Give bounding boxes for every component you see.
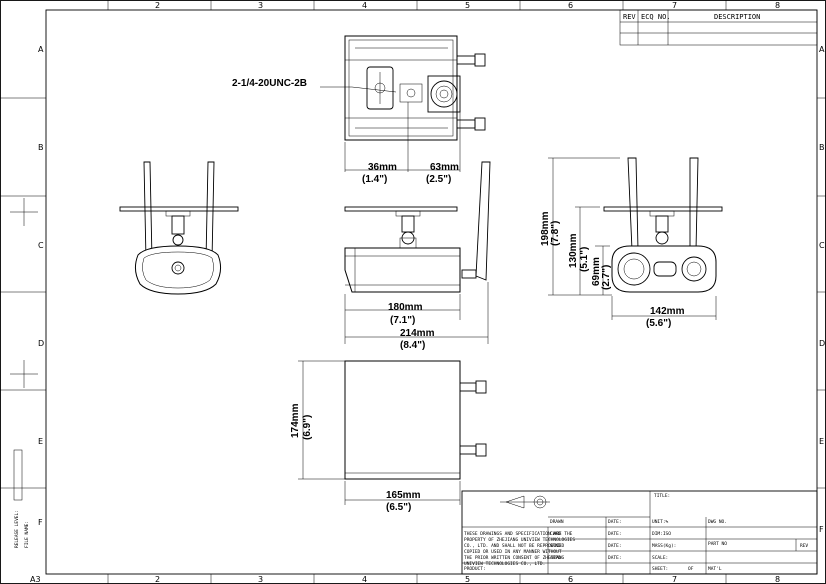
- row-label: B: [819, 143, 825, 152]
- dim-130-in: (5.1"): [579, 247, 590, 272]
- date-label: DATE:: [608, 543, 622, 549]
- front-view-left: [119, 161, 239, 295]
- row-label: F: [819, 525, 824, 534]
- notice-line-4: COPIED OR USED IN ANY MANNER WITHOUT: [464, 549, 562, 555]
- col-label: 6: [568, 575, 573, 584]
- margin-labels: RELEASE LEVEL: FILE NAME:: [13, 449, 30, 548]
- col-label: 7: [672, 1, 677, 10]
- row-label: F: [38, 518, 43, 527]
- title-label: TITLE:: [654, 493, 670, 499]
- dim-165-in: (6.5"): [386, 502, 411, 513]
- row-label: C: [819, 241, 825, 250]
- dim-36-in: (1.4"): [362, 174, 387, 185]
- top-view-dims: 36mm (1.4") 63mm (2.5"): [344, 102, 461, 185]
- of-label: OF: [688, 566, 694, 572]
- dim-180-in: (7.1"): [390, 315, 415, 326]
- dwg-no-label: DWG NO.: [708, 519, 727, 525]
- dim-214-in: (8.4"): [400, 340, 425, 351]
- revision-table: REV ECQ NO. DESCRIPTION: [619, 9, 818, 46]
- row-label: A: [819, 45, 825, 54]
- notice-line-6: UNIVIEW TECHNOLOGIES CO., LTD.: [464, 561, 545, 567]
- dim-174-in: (6.9"): [302, 415, 313, 440]
- sheet-label: SHEET:: [652, 566, 668, 572]
- dim-142: 142mm: [650, 306, 685, 317]
- thread-callout: 2-1/4-20UNC-2B: [232, 78, 307, 89]
- appd-label: APPD: [550, 555, 561, 561]
- release-level-label: RELEASE LEVEL:: [14, 510, 20, 548]
- solar-panel-view: 174mm (6.9") 165mm (6.5"): [290, 360, 487, 513]
- notice-line-2: PROPERTY OF ZHEJIANG UNIVIEW TECHNOLOGIE…: [464, 537, 575, 543]
- col-label: 7: [672, 575, 677, 584]
- projection-symbol-icon: [500, 495, 550, 509]
- rev-label: REV: [800, 543, 808, 549]
- dim-130: 130mm: [568, 233, 579, 268]
- notice-line-1: THESE DRAWINGS AND SPECIFICATION ARE THE: [464, 531, 573, 537]
- date-label: DATE:: [608, 555, 622, 561]
- notice-line-3: CO., LTD. AND SHALL NOT BE REPRODUCED: [464, 543, 565, 549]
- date-label: DATE:: [608, 519, 622, 525]
- col-label: 6: [568, 1, 573, 10]
- dim-69: 69mm: [591, 257, 602, 286]
- row-label: D: [38, 339, 44, 348]
- row-label: C: [38, 241, 44, 250]
- matl-label: MAT'L: [708, 566, 722, 572]
- dim-214: 214mm: [400, 328, 435, 339]
- mass-label: MASS(Kg):: [652, 543, 676, 549]
- row-label: A: [38, 45, 44, 54]
- ecq-header: ECQ NO.: [641, 13, 671, 21]
- col-label: 3: [258, 575, 263, 584]
- dim-198: 198mm: [540, 211, 551, 246]
- col-label: 5: [465, 1, 470, 10]
- dim-174: 174mm: [290, 403, 301, 438]
- top-view: 2-1/4-20UNC-2B: [232, 35, 486, 141]
- part-no-label: PART NO: [708, 541, 727, 547]
- col-label: 8: [775, 575, 780, 584]
- rev-header: REV: [623, 13, 636, 21]
- row-label: E: [819, 437, 824, 446]
- dim-69-in: (2.7"): [601, 265, 612, 290]
- row-label: D: [819, 339, 825, 348]
- col-label: 8: [775, 1, 780, 10]
- units-label: UNIT:%: [652, 519, 669, 525]
- chkd-label: CHKD: [550, 531, 561, 537]
- description-header: DESCRIPTION: [714, 13, 760, 21]
- scale-label: SCALE:: [652, 555, 668, 561]
- dim-63: 63mm: [430, 162, 459, 173]
- col-label: 4: [362, 575, 367, 584]
- row-label: E: [38, 437, 43, 446]
- title-block: TITLE: THESE DRAWINGS AND SPECIFICATION …: [461, 490, 818, 575]
- dim-36: 36mm: [368, 162, 397, 173]
- stnd-label: STND: [550, 543, 561, 549]
- col-label: 4: [362, 1, 367, 10]
- dim-142-in: (5.6"): [646, 318, 671, 329]
- dim-198-in: (7.8"): [550, 221, 561, 246]
- row-label: B: [38, 143, 44, 152]
- file-name-label: FILE NAME:: [24, 521, 30, 548]
- dim-165: 165mm: [386, 490, 421, 501]
- date-label: DATE:: [608, 531, 622, 537]
- dim-63-in: (2.5"): [426, 174, 451, 185]
- side-view-dims: 180mm (7.1") 214mm (8.4"): [344, 282, 489, 351]
- drawn-label: DRAWN: [550, 519, 564, 525]
- col-label: 2: [155, 1, 160, 10]
- col-label: 2: [155, 575, 160, 584]
- notice-line-5: THE PRIOR WRITTEN CONSENT OF ZHEJIANG: [464, 555, 565, 561]
- sheet-size-label: A3: [30, 575, 41, 584]
- dim-std-label: DIM:ISO: [652, 531, 671, 537]
- front-view-dims: 198mm (7.8") 130mm (5.1") 69mm (2.7") 14…: [540, 157, 717, 329]
- product-label: PRODUCT:: [464, 566, 486, 572]
- front-view-right: [603, 157, 723, 293]
- col-label: 5: [465, 575, 470, 584]
- dim-180: 180mm: [388, 302, 423, 313]
- col-label: 3: [258, 1, 263, 10]
- side-view: [344, 161, 491, 293]
